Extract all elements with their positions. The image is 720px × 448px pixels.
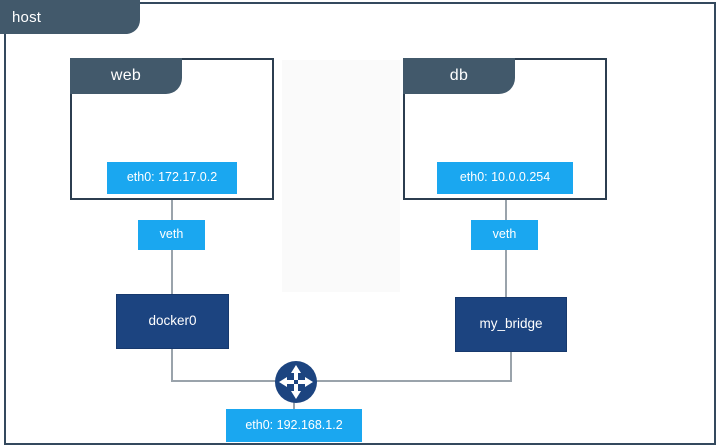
veth-chip-web[interactable]: veth <box>138 220 205 250</box>
link-web-eth0-to-veth <box>171 196 173 224</box>
interface-chip-host-eth0[interactable]: eth0: 192.168.1.2 <box>226 409 362 442</box>
router-icon[interactable] <box>274 360 318 404</box>
host-title-label: host <box>12 8 42 26</box>
interface-chip-web-eth0[interactable]: eth0: 172.17.0.2 <box>107 162 237 194</box>
host-title-tab: host <box>0 0 140 34</box>
link-router-to-host-eth0 <box>293 398 295 412</box>
link-docker0-down <box>171 348 173 382</box>
container-title-db: db <box>403 58 515 94</box>
container-title-web: web <box>70 58 182 94</box>
link-veth-to-docker0 <box>171 248 173 300</box>
router-icon-svg <box>275 361 317 403</box>
link-docker0-to-router <box>171 380 296 382</box>
container-box-web[interactable]: web <box>70 58 274 200</box>
link-veth-to-my-bridge <box>505 248 507 300</box>
interface-chip-db-eth0[interactable]: eth0: 10.0.0.254 <box>437 162 573 194</box>
link-my-bridge-down <box>510 351 512 382</box>
link-db-eth0-to-veth <box>505 196 507 224</box>
link-my-bridge-to-router <box>296 380 512 382</box>
background-artifact <box>282 60 400 292</box>
bridge-chip-docker0[interactable]: docker0 <box>116 294 229 349</box>
background-artifact <box>282 262 322 292</box>
veth-chip-db[interactable]: veth <box>471 220 538 250</box>
bridge-chip-my-bridge[interactable]: my_bridge <box>455 297 567 352</box>
